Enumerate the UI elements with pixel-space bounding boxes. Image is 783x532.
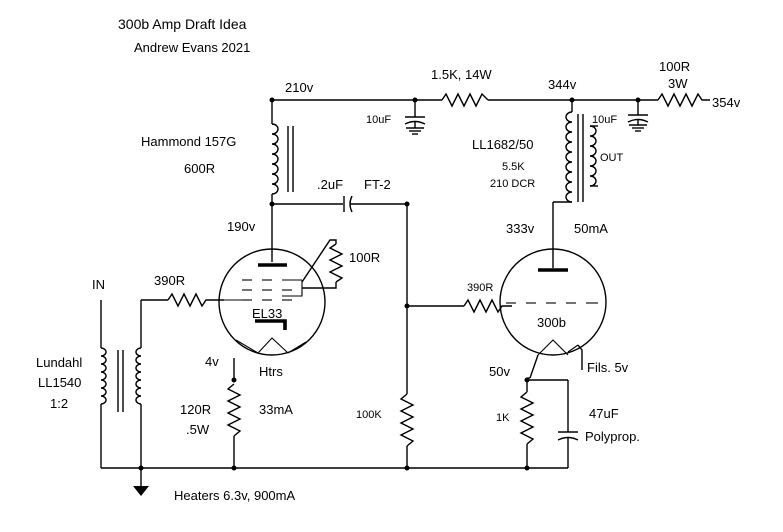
choke-name: Hammond 157G — [141, 134, 236, 149]
b-plus-rail — [269, 97, 658, 103]
plate-choke — [269, 100, 294, 262]
node-354v: 354v — [712, 95, 741, 110]
supply-resistor-power: 3W — [668, 76, 688, 91]
output-transformer — [552, 100, 598, 268]
grid-leak-resistor-label: 100K — [356, 409, 382, 421]
choke-value: 600R — [184, 161, 215, 176]
grid-resistor-1-label: 390R — [154, 273, 185, 288]
input-transformer-brand: Lundahl — [36, 355, 82, 370]
node-210v: 210v — [285, 80, 314, 95]
dropper-resistor — [441, 92, 489, 108]
filaments-label: Fils. 5v — [587, 360, 629, 375]
cathode-resistor-1 — [226, 358, 242, 468]
300b-label: 300b — [537, 315, 566, 330]
heaters-label: Htrs — [259, 364, 283, 379]
input-label: IN — [92, 277, 105, 292]
filter-cap-1-label: 10uF — [366, 114, 391, 126]
input-transformer-model: LL1540 — [38, 375, 81, 390]
dropper-resistor-label: 1.5K, 14W — [431, 67, 492, 82]
cathode-resistor-1-power: .5W — [186, 422, 210, 437]
supply-resistor-value: 100R — [659, 59, 690, 74]
coupling-cap-value: .2uF — [317, 177, 343, 192]
screen-resistor — [301, 239, 344, 289]
node-344v: 344v — [548, 77, 577, 92]
cathode-resistor-2-label: 1K — [496, 412, 510, 424]
filter-cap-2 — [627, 100, 649, 132]
el33-current: 33mA — [259, 402, 293, 417]
el33-tube — [218, 248, 326, 356]
node-4v: 4v — [205, 354, 219, 369]
filter-cap-2-label: 10uF — [592, 114, 617, 126]
diagram-author: Andrew Evans 2021 — [134, 40, 250, 55]
output-transformer-name: LL1682/50 — [472, 137, 533, 152]
output-transformer-impedance: 5.5K — [502, 161, 525, 173]
coupling-cap-type: FT-2 — [364, 177, 391, 192]
node-50v: 50v — [489, 364, 510, 379]
ground-bus — [101, 465, 527, 496]
grid-resistor-2 — [407, 298, 512, 314]
screen-resistor-label: 100R — [349, 250, 380, 265]
grid-leak-resistor — [399, 393, 415, 468]
output-transformer-dcr: 210 DCR — [490, 178, 535, 190]
coupling-cap — [272, 195, 410, 394]
el33-label: EL33 — [252, 306, 282, 321]
node-333v: 333v — [506, 221, 535, 236]
input-transformer-ratio: 1:2 — [50, 396, 68, 411]
node-190v: 190v — [227, 219, 256, 234]
output-label: OUT — [600, 152, 624, 164]
cathode-resistor-1-value: 120R — [180, 402, 211, 417]
input-transformer — [100, 300, 142, 468]
filter-cap-1 — [404, 100, 426, 135]
heaters-spec: Heaters 6.3v, 900mA — [174, 488, 295, 503]
diagram-title: 300b Amp Draft Idea — [118, 16, 247, 32]
cathode-cap-value: 47uF — [589, 406, 619, 421]
supply-resistor — [657, 92, 710, 108]
300b-tube — [499, 248, 607, 379]
grid-resistor-2-label: 390R — [467, 282, 493, 294]
cathode-network-2 — [519, 377, 579, 471]
cathode-cap-type: Polyprop. — [585, 429, 640, 444]
300b-current: 50mA — [574, 221, 608, 236]
grid-resistor-1 — [141, 292, 224, 308]
